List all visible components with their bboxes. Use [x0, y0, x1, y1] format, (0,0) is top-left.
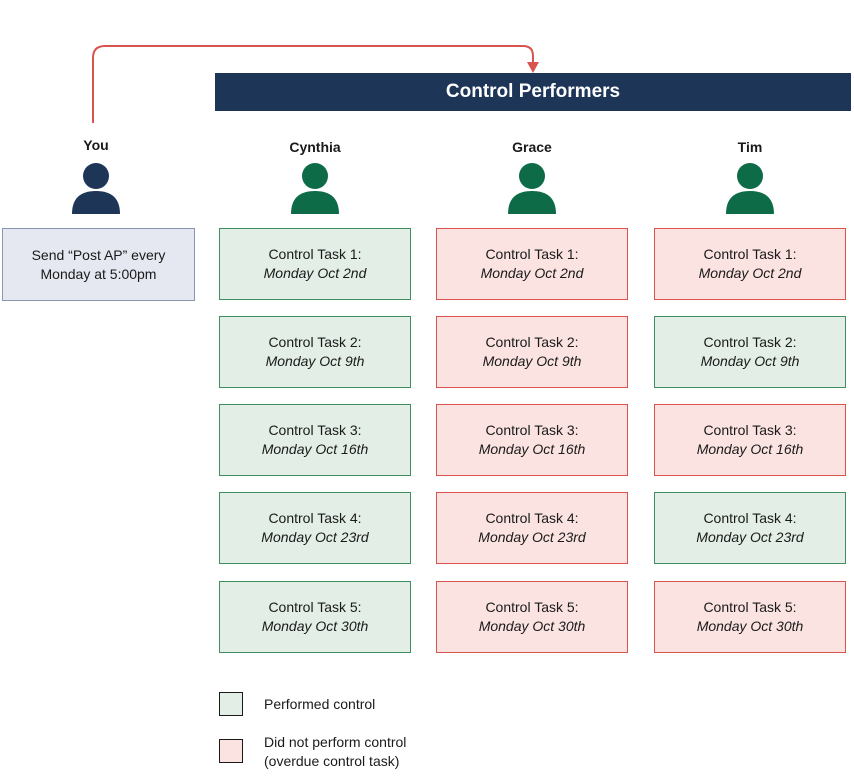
user-icon — [72, 162, 120, 214]
task-label: Control Task 4: — [485, 510, 579, 526]
user-icon — [726, 162, 774, 214]
task-date: Monday Oct 16th — [696, 441, 804, 457]
performer-name-2: Tim — [737, 139, 763, 155]
control-task-card: Control Task 4: Monday Oct 23rd — [436, 492, 628, 564]
task-date: Monday Oct 2nd — [263, 265, 367, 281]
task-date: Monday Oct 9th — [482, 353, 582, 369]
control-task-card: Control Task 5: Monday Oct 30th — [219, 581, 411, 653]
task-date: Monday Oct 9th — [700, 353, 800, 369]
control-task-card: Control Task 4: Monday Oct 23rd — [219, 492, 411, 564]
legend-overdue-line1: Did not perform control — [264, 734, 407, 750]
control-task-card: Control Task 2: Monday Oct 9th — [436, 316, 628, 388]
you-instruction-box: Send “Post AP” every Monday at 5:00pm — [2, 228, 195, 301]
task-label: Control Task 5: — [268, 599, 362, 615]
task-date: Monday Oct 16th — [478, 441, 586, 457]
task-label: Control Task 3: — [485, 422, 579, 438]
control-task-card: Control Task 2: Monday Oct 9th — [654, 316, 846, 388]
task-date: Monday Oct 30th — [478, 618, 586, 634]
task-label: Control Task 5: — [485, 599, 579, 615]
task-label: Control Task 1: — [485, 246, 579, 262]
user-icon — [508, 162, 556, 214]
task-label: Control Task 4: — [268, 510, 362, 526]
control-performers-banner: Control Performers — [215, 73, 851, 111]
task-date: Monday Oct 23rd — [696, 529, 804, 545]
task-date: Monday Oct 2nd — [480, 265, 584, 281]
legend-overdue-label: Did not perform control (overdue control… — [264, 733, 406, 771]
task-label: Control Task 5: — [703, 599, 797, 615]
task-label: Control Task 1: — [703, 246, 797, 262]
banner-title: Control Performers — [445, 81, 621, 102]
task-date: Monday Oct 9th — [265, 353, 365, 369]
control-task-card: Control Task 1: Monday Oct 2nd — [654, 228, 846, 300]
task-date: Monday Oct 23rd — [478, 529, 586, 545]
control-task-card: Control Task 3: Monday Oct 16th — [219, 404, 411, 476]
task-date: Monday Oct 2nd — [698, 265, 802, 281]
legend-performed-label: Performed control — [264, 696, 376, 712]
task-date: Monday Oct 16th — [261, 441, 369, 457]
control-task-card: Control Task 5: Monday Oct 30th — [436, 581, 628, 653]
legend-performed-swatch — [219, 692, 243, 716]
you-label: You — [83, 137, 109, 153]
control-task-card: Control Task 1: Monday Oct 2nd — [436, 228, 628, 300]
user-icon — [291, 162, 339, 214]
legend-overdue-swatch — [219, 739, 243, 763]
control-task-card: Control Task 2: Monday Oct 9th — [219, 316, 411, 388]
performer-name-0: Cynthia — [289, 139, 341, 155]
legend-overdue-line2: (overdue control task) — [264, 753, 400, 769]
task-label: Control Task 4: — [703, 510, 797, 526]
you-instruction-text: Send “Post AP” every Monday at 5:00pm — [31, 246, 166, 282]
control-task-card: Control Task 4: Monday Oct 23rd — [654, 492, 846, 564]
task-date: Monday Oct 30th — [261, 618, 369, 634]
control-task-card: Control Task 3: Monday Oct 16th — [654, 404, 846, 476]
task-label: Control Task 3: — [703, 422, 797, 438]
task-date: Monday Oct 23rd — [261, 529, 369, 545]
control-task-card: Control Task 3: Monday Oct 16th — [436, 404, 628, 476]
control-task-card: Control Task 1: Monday Oct 2nd — [219, 228, 411, 300]
task-label: Control Task 3: — [268, 422, 362, 438]
task-label: Control Task 2: — [485, 334, 579, 350]
task-label: Control Task 2: — [703, 334, 797, 350]
task-label: Control Task 1: — [268, 246, 362, 262]
task-label: Control Task 2: — [268, 334, 362, 350]
performer-name-1: Grace — [512, 139, 552, 155]
task-date: Monday Oct 30th — [696, 618, 804, 634]
control-task-card: Control Task 5: Monday Oct 30th — [654, 581, 846, 653]
